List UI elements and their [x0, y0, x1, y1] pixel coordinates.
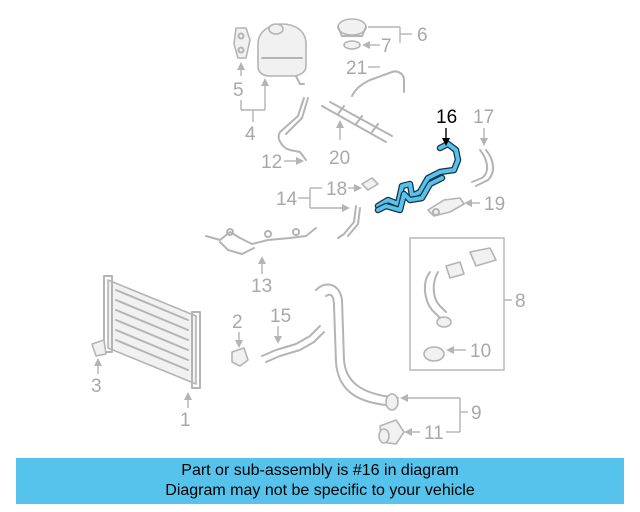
part-11-fitting[interactable]	[378, 419, 405, 445]
callout-7: 7	[362, 36, 392, 57]
callout-label-17: 17	[473, 107, 494, 128]
part-17-hose[interactable]	[471, 149, 494, 187]
callout-label-16: 16	[436, 107, 457, 128]
callout-label-11: 11	[424, 423, 444, 444]
callout-1: 1	[180, 392, 192, 431]
callout-label-9: 9	[471, 403, 482, 424]
callout-label-13: 13	[251, 276, 272, 297]
callout-8-10: 8 10	[446, 291, 526, 362]
callout-14-18: 14 18	[276, 179, 362, 212]
callout-3: 3	[91, 358, 102, 397]
callout-label-8: 8	[515, 291, 526, 312]
banner-line-1: Part or sub-assembly is #16 in diagram	[181, 462, 459, 479]
callout-16: 16	[436, 107, 457, 146]
parts-diagram: 6 7 21 5 4 12	[91, 18, 526, 445]
part-18-clip[interactable]	[361, 177, 379, 191]
callout-label-6: 6	[417, 25, 428, 46]
part-13-harness[interactable]	[205, 227, 317, 255]
callout-9-11: 9 11	[400, 394, 482, 444]
part-12-hose[interactable]	[277, 97, 309, 161]
part-6-cap[interactable]	[337, 18, 367, 50]
part-9-hose[interactable]	[315, 283, 399, 411]
callout-label-7: 7	[381, 36, 392, 57]
callout-21: 21	[346, 58, 380, 79]
callout-label-4: 4	[245, 124, 256, 145]
callout-13: 13	[251, 256, 272, 297]
part-14-hose[interactable]	[337, 205, 361, 239]
part-21-hose[interactable]	[351, 70, 405, 97]
callout-label-18: 18	[326, 179, 347, 200]
part-19-fitting[interactable]	[427, 197, 465, 217]
part-20-rail[interactable]	[321, 101, 393, 143]
part-15-hose[interactable]	[261, 325, 325, 363]
part-2-mount[interactable]	[231, 347, 249, 367]
part-3-bracket[interactable]	[91, 339, 107, 357]
part-4-reservoir[interactable]	[257, 23, 307, 85]
part-1-radiator[interactable]	[103, 275, 201, 389]
callout-label-1: 1	[180, 410, 191, 431]
callout-12: 12	[261, 152, 304, 173]
callout-label-14: 14	[276, 189, 298, 210]
part-5-bracket[interactable]	[233, 27, 251, 59]
callout-label-19: 19	[484, 194, 505, 215]
callout-label-10: 10	[470, 341, 491, 362]
callout-label-15: 15	[270, 306, 291, 327]
callout-6: 6	[368, 25, 428, 46]
callout-17: 17	[473, 107, 494, 146]
callout-label-20: 20	[329, 148, 350, 169]
callout-label-12: 12	[261, 152, 282, 173]
callout-label-3: 3	[91, 376, 102, 397]
callout-2: 2	[232, 312, 243, 348]
callout-19: 19	[464, 194, 505, 215]
callout-20: 20	[329, 120, 350, 169]
callout-15: 15	[270, 306, 291, 344]
part-8-group[interactable]	[409, 237, 505, 371]
callout-label-5: 5	[233, 80, 244, 101]
callout-label-21: 21	[346, 58, 367, 79]
banner-line-2: Diagram may not be specific to your vehi…	[165, 482, 475, 499]
info-banner: Part or sub-assembly is #16 in diagram D…	[16, 458, 624, 504]
part-16-pipe[interactable]	[374, 140, 462, 214]
callout-label-2: 2	[232, 312, 243, 333]
callout-5-4: 5 4	[233, 62, 269, 145]
